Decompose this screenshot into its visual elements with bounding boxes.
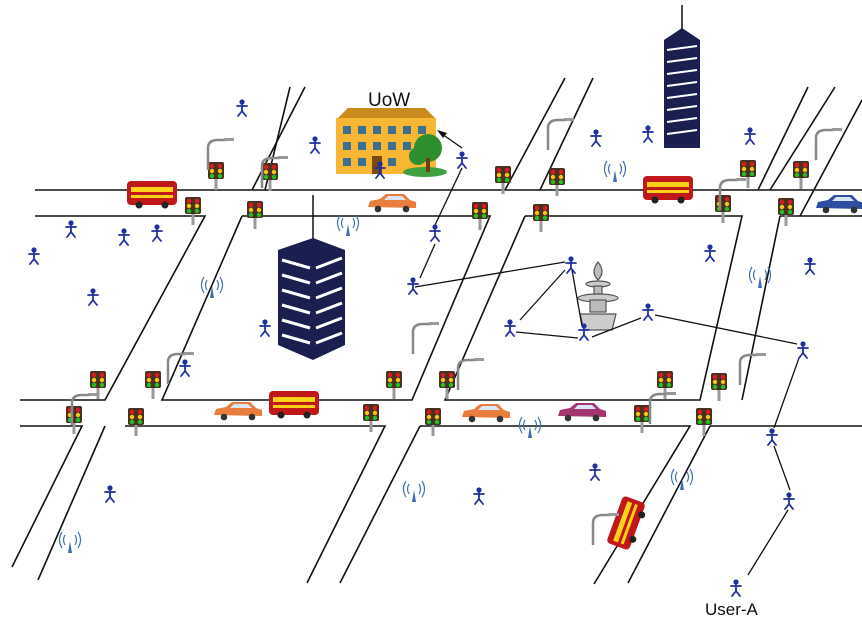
skyscraper-icon <box>278 195 345 360</box>
person-icon <box>473 486 485 505</box>
antenna-icon <box>603 160 627 183</box>
network-links <box>414 167 800 576</box>
person-icon <box>589 462 601 481</box>
car-icon <box>368 194 416 213</box>
traffic-lights <box>66 160 809 436</box>
traffic-light-icon <box>711 373 727 401</box>
person-icon <box>429 223 441 242</box>
antenna-icon <box>58 531 82 554</box>
traffic-light-icon <box>185 197 201 225</box>
person-icon <box>730 578 742 597</box>
street-lamp-icon <box>411 320 441 356</box>
antenna-icon <box>200 276 224 299</box>
traffic-light-icon <box>128 408 144 436</box>
person-icon <box>804 256 816 275</box>
antenna-icon <box>402 480 426 503</box>
person-icon <box>118 227 130 246</box>
traffic-light-icon <box>145 371 161 399</box>
traffic-light-icon <box>740 160 756 188</box>
person-icon <box>456 150 468 169</box>
traffic-light-icon <box>696 408 712 436</box>
traffic-light-icon <box>425 408 441 436</box>
car-icon <box>462 404 510 423</box>
traffic-light-icon <box>208 162 224 190</box>
street-lamps <box>70 116 844 547</box>
street-lamp-icon <box>648 390 678 426</box>
person-icon <box>797 340 809 359</box>
arrow-icon <box>437 130 463 149</box>
person-icon <box>783 491 795 510</box>
university-building-icon <box>336 108 447 177</box>
antenna-icon <box>518 416 542 439</box>
person-icon <box>65 219 77 238</box>
bus-icon <box>606 495 650 552</box>
person-icon <box>28 246 40 265</box>
person-icon <box>642 124 654 143</box>
person-icon <box>504 318 516 337</box>
car-icon <box>214 402 262 421</box>
person-icon <box>104 484 116 503</box>
car-icon <box>816 195 862 214</box>
traffic-light-icon <box>549 168 565 196</box>
bus-icon <box>643 176 693 204</box>
traffic-light-icon <box>715 195 731 223</box>
traffic-light-icon <box>533 204 549 232</box>
person-icon <box>309 135 321 154</box>
person-icon <box>642 302 654 321</box>
person-icon <box>590 128 602 147</box>
traffic-light-icon <box>363 404 379 432</box>
person-icon <box>565 255 577 274</box>
university-label: UoW <box>368 90 410 111</box>
person-icon <box>151 223 163 242</box>
traffic-light-icon <box>793 161 809 189</box>
person-icon <box>179 358 191 377</box>
person-icon <box>744 126 756 145</box>
person-icon <box>87 287 99 306</box>
person-icon <box>704 243 716 262</box>
person-icon <box>766 427 778 446</box>
antennas <box>58 160 772 554</box>
antenna-icon <box>670 468 694 491</box>
fountain-icon <box>577 261 619 331</box>
bus-icon <box>127 181 177 209</box>
person-icon <box>407 276 419 295</box>
user-label: User-A <box>705 600 759 619</box>
street-lamp-icon <box>738 351 768 387</box>
traffic-light-icon <box>262 163 278 191</box>
antenna-icon <box>336 214 360 237</box>
skyscraper-icon <box>664 5 700 148</box>
person-icon <box>236 98 248 117</box>
traffic-light-icon <box>634 405 650 433</box>
traffic-light-icon <box>778 198 794 226</box>
car-icon <box>558 403 606 422</box>
traffic-light-icon <box>386 371 402 399</box>
person-icon <box>259 318 271 337</box>
bus-icon <box>269 391 319 419</box>
traffic-light-icon <box>439 371 455 399</box>
traffic-light-icon <box>247 201 263 229</box>
